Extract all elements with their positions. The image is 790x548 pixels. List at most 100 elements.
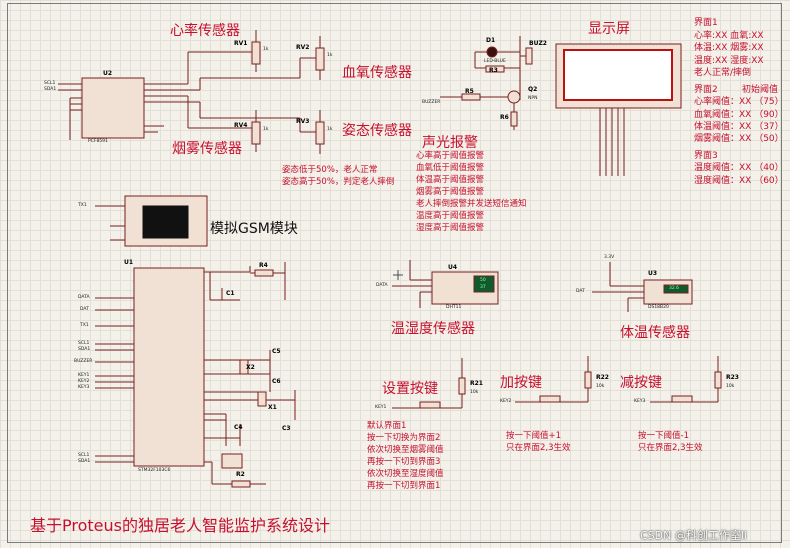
label-u4: U4 bbox=[448, 264, 458, 271]
label-q2: Q2 bbox=[528, 86, 538, 93]
alarm-item-body-temp: 体温高于阈值报警 bbox=[416, 175, 485, 185]
label-r21: R21 bbox=[470, 380, 483, 387]
r21-body bbox=[458, 377, 466, 395]
q2-transistor bbox=[507, 90, 521, 104]
sub-note-1: 按一下阈值-1 bbox=[638, 431, 689, 441]
net-key2-button: KEY2 bbox=[500, 399, 512, 404]
screen1-line-2: 体温:XX 烟雾:XX bbox=[694, 43, 764, 53]
rv4-body bbox=[251, 121, 261, 145]
display-label: 显示屏 bbox=[588, 21, 630, 37]
alarm-item-oxygen: 血氧低于阈值报警 bbox=[416, 163, 485, 173]
label-c5: C5 bbox=[272, 348, 281, 355]
label-c4: C4 bbox=[234, 424, 243, 431]
screen1-line-1: 心率:XX 血氧:XX bbox=[694, 31, 764, 41]
alarm-item-humidity: 湿度高于阈值报警 bbox=[416, 223, 485, 233]
net-sda-mcu: SDA1 bbox=[78, 347, 91, 352]
label-r4: R4 bbox=[259, 262, 268, 269]
net-key2-mcu: KEY2 bbox=[78, 379, 90, 384]
set-button-label: 设置按键 bbox=[382, 381, 438, 397]
label-d1-part: LED-BLUE bbox=[484, 59, 506, 64]
sub-note-2: 只在界面2,3生效 bbox=[638, 443, 703, 453]
label-rv4-value: 1k bbox=[263, 127, 269, 132]
net-key3-button: KEY3 bbox=[634, 399, 646, 404]
set-note-6: 再按一下切到界面1 bbox=[367, 481, 441, 491]
gsm-module-label: 模拟GSM模块 bbox=[210, 221, 298, 237]
net-vcc-ds18b20: 3.3V bbox=[604, 255, 615, 260]
body-temp-sensor-label: 体温传感器 bbox=[620, 325, 690, 341]
heart-sensor-label: 心率传感器 bbox=[170, 23, 240, 39]
screen3-line-2: 湿度阈值：XX （60） bbox=[694, 176, 784, 186]
rv3-body bbox=[315, 121, 325, 145]
screen2-title: 界面2 bbox=[694, 85, 718, 95]
label-d1: D1 bbox=[486, 37, 496, 44]
label-rv1-value: 1k bbox=[263, 47, 269, 52]
posture-sensor-label: 姿态传感器 bbox=[342, 123, 412, 139]
label-r23-value: 10k bbox=[726, 384, 735, 389]
oxygen-sensor-label: 血氧传感器 bbox=[342, 65, 412, 81]
screen2-header: 初始阈值 bbox=[742, 85, 779, 95]
add-button-label: 加按键 bbox=[500, 375, 542, 391]
schematic-sheet bbox=[7, 3, 782, 543]
label-q2-part: NPN bbox=[528, 96, 538, 101]
smoke-sensor-label: 烟雾传感器 bbox=[172, 141, 242, 157]
label-u2: U2 bbox=[103, 70, 113, 77]
temp-humidity-sensor-label: 温湿度传感器 bbox=[391, 321, 475, 337]
screen3-title: 界面3 bbox=[694, 151, 718, 161]
net-buzzer-mcu: BUZZER bbox=[74, 359, 93, 364]
alarm-item-smoke: 烟雾高于阈值报警 bbox=[416, 187, 485, 197]
set-note-2: 按一下切换为界面2 bbox=[367, 433, 441, 443]
set-note-5: 依次切换至湿度阈值 bbox=[367, 469, 444, 479]
alarm-item-heart: 心率高于阈值报警 bbox=[416, 151, 485, 161]
label-u1: U1 bbox=[124, 259, 134, 266]
label-rv2-value: 1k bbox=[327, 53, 333, 58]
label-r6: R6 bbox=[500, 114, 509, 121]
net-scl-mcu: SCL1 bbox=[78, 341, 90, 346]
net-tx1-mcu: TX1 bbox=[80, 323, 89, 328]
screen2-line-2: 血氧阈值：XX （90） bbox=[694, 110, 784, 120]
rv2-body bbox=[315, 47, 325, 71]
rv1-body bbox=[251, 41, 261, 65]
x1-crystal bbox=[257, 391, 267, 407]
net-sda: SDA1 bbox=[44, 87, 57, 92]
net-dat-mcu: DAT bbox=[80, 307, 89, 312]
key3-switch bbox=[671, 395, 693, 403]
label-u2-part: PCF8591 bbox=[88, 139, 108, 144]
r6-body bbox=[510, 111, 518, 127]
r23-body bbox=[714, 371, 722, 389]
label-u3: U3 bbox=[648, 270, 658, 277]
posture-note-normal: 姿态低于50%，老人正常 bbox=[282, 165, 378, 175]
label-u4-part: DHT11 bbox=[446, 305, 462, 310]
label-u1-part: STM32F103C6 bbox=[138, 468, 171, 473]
label-rv4: RV4 bbox=[234, 122, 248, 129]
screen1-line-3: 温度:XX 湿度:XX bbox=[694, 56, 764, 66]
u3-readout: 32.6 bbox=[669, 286, 680, 291]
posture-note-fall: 姿态高于50%，判定老人摔倒 bbox=[282, 177, 395, 187]
screen1-title: 界面1 bbox=[694, 18, 718, 28]
u4-readout-2: 37 bbox=[480, 285, 486, 290]
add-note-2: 只在界面2,3生效 bbox=[506, 443, 571, 453]
u4-display bbox=[473, 275, 495, 293]
net-scl: SCL1 bbox=[44, 81, 56, 86]
screen2-line-4: 烟雾阈值：XX （50） bbox=[694, 134, 784, 144]
screen1-line-4: 老人正常/摔倒 bbox=[694, 68, 752, 78]
label-rv1: RV1 bbox=[234, 40, 248, 47]
add-note-1: 按一下阈值+1 bbox=[506, 431, 562, 441]
screen2-line-3: 体温阈值：XX （37） bbox=[694, 122, 784, 132]
label-c6: C6 bbox=[272, 378, 281, 385]
label-rv3-value: 1k bbox=[327, 127, 333, 132]
label-r22: R22 bbox=[596, 374, 609, 381]
label-r23: R23 bbox=[726, 374, 739, 381]
key1-switch bbox=[419, 401, 441, 409]
gsm-screen bbox=[142, 205, 189, 239]
key2-switch bbox=[539, 395, 561, 403]
screen2-line-1: 心率阈值：XX （75） bbox=[694, 97, 784, 107]
r22-body bbox=[584, 371, 592, 389]
u4-readout-1: 50 bbox=[480, 278, 486, 283]
d1-led bbox=[486, 46, 498, 58]
net-key1-mcu: KEY1 bbox=[78, 373, 90, 378]
u2-chip bbox=[81, 77, 145, 139]
net-sda-mcu-2: SDA1 bbox=[78, 459, 91, 464]
label-r5: R5 bbox=[465, 88, 474, 95]
label-buz2: BUZ2 bbox=[529, 40, 547, 47]
net-buzzer: BUZZER bbox=[422, 100, 441, 105]
